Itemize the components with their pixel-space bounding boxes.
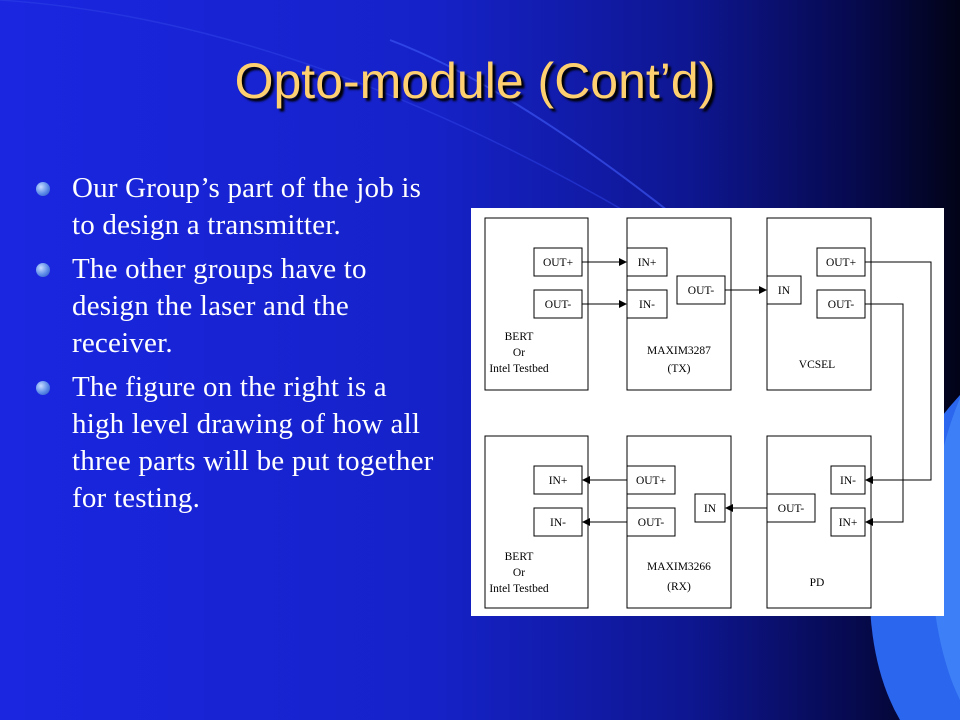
slide-title: Opto-module (Cont’d)	[234, 53, 716, 109]
label-bert-bottom-3: Intel Testbed	[489, 583, 549, 595]
port-pd-out-minus	[766, 493, 816, 523]
bullet-item: The figure on the right is a high level …	[36, 369, 446, 517]
bullet-item: Our Group’s part of the job is to design…	[36, 170, 446, 244]
port-bert-out-plus	[533, 247, 583, 277]
label-vcsel: VCSEL	[799, 359, 835, 371]
bullet-list: Our Group’s part of the job is to design…	[36, 170, 446, 524]
label-bert-out-minus: OUT-	[545, 299, 572, 311]
label-bert-out-plus: OUT+	[543, 257, 573, 269]
label-bert-bottom-1: BERT	[505, 551, 534, 563]
bullet-text: The other groups have to design the lase…	[72, 253, 367, 359]
label-bert-in-plus: IN+	[549, 475, 568, 487]
bullet-item: The other groups have to design the lase…	[36, 251, 446, 362]
arrow-vcsel-to-pd-in-minus	[865, 261, 932, 484]
label-pd-in-minus: IN-	[840, 475, 856, 487]
label-pd-out-minus: OUT-	[778, 503, 805, 515]
port-rx-in	[694, 493, 726, 523]
bullet-icon	[36, 182, 50, 196]
label-bert-top-3: Intel Testbed	[489, 363, 549, 375]
label-pd-in-plus: IN+	[839, 517, 858, 529]
port-rx-out-minus	[626, 507, 676, 537]
label-maxim-rx-1: MAXIM3266	[647, 561, 711, 573]
label-bert-bottom-2: Or	[513, 567, 525, 579]
label-rx-in: IN	[704, 503, 717, 515]
port-vcsel-in	[766, 275, 802, 305]
label-vcsel-out-plus: OUT+	[826, 257, 856, 269]
port-tx-in-plus	[626, 247, 668, 277]
arrow-vcsel-to-pd-in-plus	[865, 303, 904, 526]
port-tx-in-minus	[626, 289, 668, 319]
port-bert-in-minus	[533, 507, 583, 537]
port-tx-out-minus	[676, 275, 726, 305]
block-diagram: OUT+ OUT- IN+ IN- OUT- IN OUT+ OUT- IN+ …	[471, 208, 944, 616]
label-bert-top-1: BERT	[505, 331, 534, 343]
connections	[582, 258, 932, 526]
label-rx-out-minus: OUT-	[638, 517, 665, 529]
label-maxim-tx-1: MAXIM3287	[647, 345, 711, 357]
port-vcsel-out-minus	[816, 289, 866, 319]
label-tx-in-plus: IN+	[638, 257, 657, 269]
label-vcsel-in: IN	[778, 285, 791, 297]
label-maxim-rx-2: (RX)	[667, 581, 691, 593]
label-rx-out-plus: OUT+	[636, 475, 666, 487]
label-pd: PD	[810, 577, 825, 589]
label-tx-out-minus: OUT-	[688, 285, 715, 297]
port-bert-out-minus	[533, 289, 583, 319]
label-vcsel-out-minus: OUT-	[828, 299, 855, 311]
diagram-canvas: OUT+ OUT- IN+ IN- OUT- IN OUT+ OUT- IN+ …	[484, 217, 932, 609]
label-bert-top-2: Or	[513, 347, 525, 359]
label-bert-in-minus: IN-	[550, 517, 566, 529]
label-tx-in-minus: IN-	[639, 299, 655, 311]
bullet-text: The figure on the right is a high level …	[72, 371, 434, 514]
label-maxim-tx-2: (TX)	[668, 363, 691, 375]
port-pd-in-plus	[830, 507, 866, 537]
bullet-icon	[36, 263, 50, 277]
bullet-text: Our Group’s part of the job is to design…	[72, 172, 422, 241]
bullet-icon	[36, 381, 50, 395]
